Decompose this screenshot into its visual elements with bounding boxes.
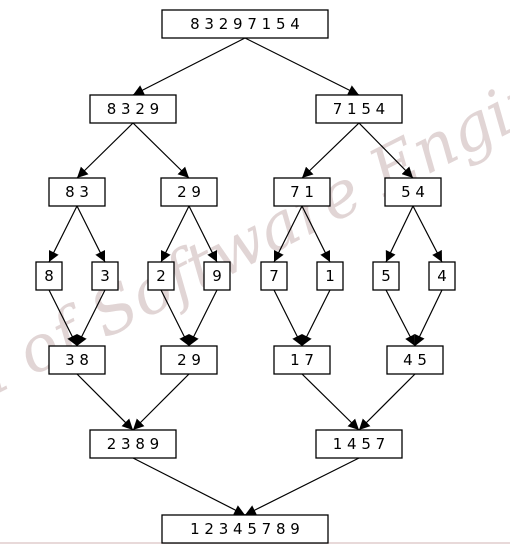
node-l2b: 2 9 bbox=[160, 177, 218, 207]
node-l3g: 5 bbox=[372, 261, 400, 291]
node-box bbox=[161, 9, 329, 39]
node-box bbox=[160, 177, 218, 207]
node-box bbox=[386, 345, 444, 375]
node-box bbox=[161, 514, 329, 544]
node-l3a: 8 bbox=[35, 261, 63, 291]
node-box bbox=[160, 345, 218, 375]
arrow-l2c-to-l3e bbox=[273, 205, 303, 263]
node-l2d: 5 4 bbox=[384, 177, 442, 207]
arrow-l3e-to-m1c bbox=[273, 289, 303, 347]
node-label: 2 bbox=[156, 267, 166, 285]
arrow-l3b-to-m1a bbox=[76, 289, 106, 347]
arrow-l2a-to-l3a bbox=[48, 205, 78, 263]
arrow-l2a-to-l3b bbox=[76, 205, 106, 263]
node-box bbox=[372, 261, 400, 291]
node-label: 5 bbox=[381, 267, 391, 285]
arrow-l2b-to-l3c bbox=[160, 205, 190, 263]
arrow-l3g-to-m1d bbox=[385, 289, 416, 347]
node-box bbox=[48, 345, 106, 375]
node-label: 7 bbox=[269, 267, 279, 285]
node-l1a: 8 3 2 9 bbox=[89, 94, 177, 124]
node-m1b: 2 9 bbox=[160, 345, 218, 375]
node-box bbox=[384, 177, 442, 207]
arrow-m1b-to-m2a bbox=[132, 373, 190, 431]
arrow-l2b-to-l3d bbox=[188, 205, 218, 263]
arrow-m1a-to-m2a bbox=[76, 373, 134, 431]
node-l3h: 4 bbox=[428, 261, 456, 291]
arrow-l1a-to-l2b bbox=[132, 122, 190, 179]
node-box bbox=[35, 261, 63, 291]
arrow-l1a-to-l2a bbox=[76, 122, 134, 179]
node-box bbox=[147, 261, 175, 291]
node-l1b: 7 1 5 4 bbox=[315, 94, 403, 124]
node-label: 9 bbox=[212, 267, 222, 285]
node-m1d: 4 5 bbox=[386, 345, 444, 375]
node-label: 1 2 3 4 5 7 8 9 bbox=[190, 520, 300, 538]
node-box bbox=[315, 94, 403, 124]
node-l2c: 7 1 bbox=[273, 177, 331, 207]
node-label: 4 5 bbox=[403, 351, 427, 369]
node-l3b: 3 bbox=[91, 261, 119, 291]
node-label: 2 3 8 9 bbox=[107, 435, 159, 453]
node-label: 2 9 bbox=[177, 351, 201, 369]
node-result: 1 2 3 4 5 7 8 9 bbox=[161, 514, 329, 544]
nodes: 8 3 2 9 7 1 5 4 8 3 2 9 7 1 5 4 8 3 2 9 7 1 5 … bbox=[35, 9, 456, 544]
node-box bbox=[260, 261, 288, 291]
node-l3e: 7 bbox=[260, 261, 288, 291]
node-label: 3 bbox=[100, 267, 110, 285]
node-m1a: 3 8 bbox=[48, 345, 106, 375]
arrow-l3f-to-m1c bbox=[301, 289, 331, 347]
arrow-l3h-to-m1d bbox=[414, 289, 443, 347]
node-m1c: 1 7 bbox=[273, 345, 331, 375]
node-label: 1 4 5 7 bbox=[333, 435, 385, 453]
arrow-l1b-to-l2d bbox=[358, 122, 414, 179]
arrow-root-to-l1a bbox=[132, 37, 246, 96]
node-box bbox=[203, 261, 231, 291]
node-root: 8 3 2 9 7 1 5 4 bbox=[161, 9, 329, 39]
node-l3f: 1 bbox=[316, 261, 344, 291]
node-box bbox=[273, 345, 331, 375]
node-l3d: 9 bbox=[203, 261, 231, 291]
node-label: 1 bbox=[325, 267, 335, 285]
node-l2a: 8 3 bbox=[48, 177, 106, 207]
node-label: 5 4 bbox=[401, 183, 425, 201]
node-box bbox=[48, 177, 106, 207]
node-m2b: 1 4 5 7 bbox=[315, 429, 403, 459]
node-label: 8 3 bbox=[65, 183, 89, 201]
arrow-l2d-to-l3h bbox=[412, 205, 443, 263]
node-label: 8 3 2 9 7 1 5 4 bbox=[190, 15, 300, 33]
node-box bbox=[315, 429, 403, 459]
node-l3c: 2 bbox=[147, 261, 175, 291]
arrow-l1b-to-l2c bbox=[301, 122, 360, 179]
node-box bbox=[89, 94, 177, 124]
node-label: 7 1 5 4 bbox=[333, 100, 385, 118]
arrow-l3d-to-m1b bbox=[188, 289, 218, 347]
node-box bbox=[89, 429, 177, 459]
node-box bbox=[428, 261, 456, 291]
arrow-m2a-to-result bbox=[132, 457, 246, 516]
arrow-root-to-l1b bbox=[244, 37, 360, 96]
arrow-m2b-to-result bbox=[244, 457, 360, 516]
node-label: 1 7 bbox=[290, 351, 314, 369]
node-label: 7 1 bbox=[290, 183, 314, 201]
node-box bbox=[316, 261, 344, 291]
arrow-l3c-to-m1b bbox=[160, 289, 190, 347]
node-m2a: 2 3 8 9 bbox=[89, 429, 177, 459]
node-box bbox=[273, 177, 331, 207]
node-label: 2 9 bbox=[177, 183, 201, 201]
arrow-m1d-to-m2b bbox=[358, 373, 416, 431]
arrow-m1c-to-m2b bbox=[301, 373, 360, 431]
edges bbox=[48, 37, 443, 516]
node-label: 4 bbox=[437, 267, 447, 285]
node-label: 3 8 bbox=[65, 351, 89, 369]
arrow-l3a-to-m1a bbox=[48, 289, 78, 347]
node-label: 8 bbox=[44, 267, 54, 285]
arrow-l2c-to-l3f bbox=[301, 205, 331, 263]
node-box bbox=[91, 261, 119, 291]
node-label: 8 3 2 9 bbox=[107, 100, 159, 118]
arrow-l2d-to-l3g bbox=[385, 205, 414, 263]
